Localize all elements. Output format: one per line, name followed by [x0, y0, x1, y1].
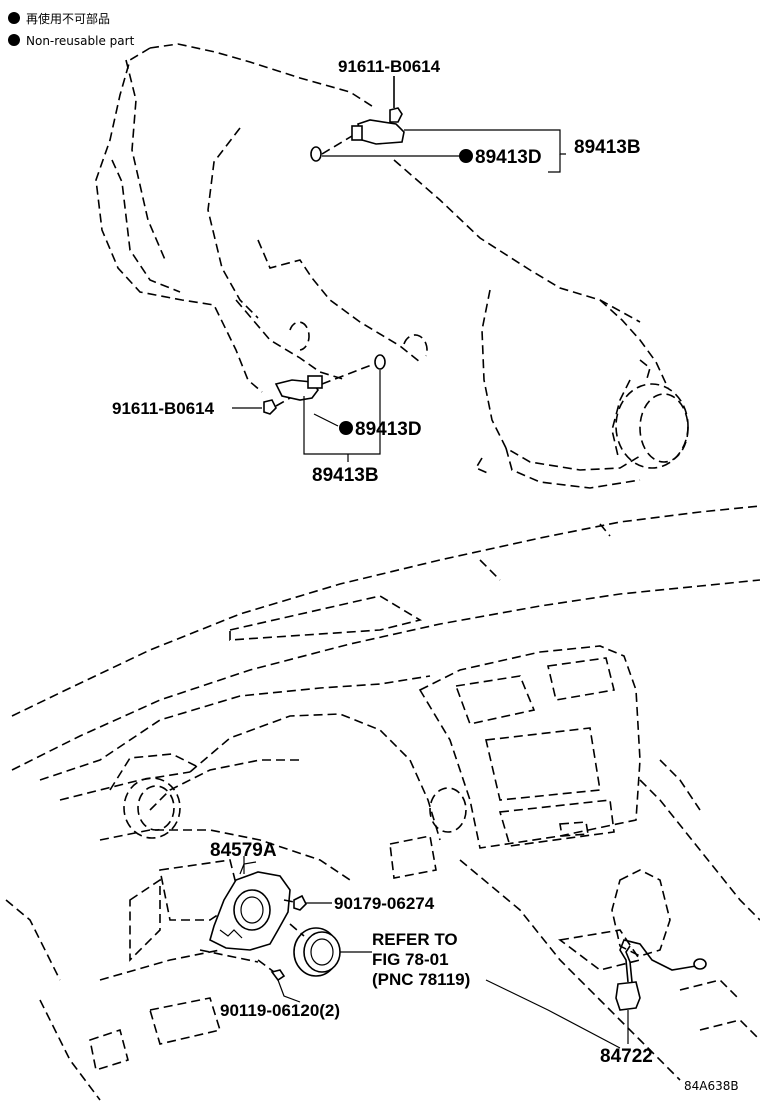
legend: 再使用不可部品 Non-reusable part: [8, 11, 135, 48]
label-89413b-upper: 89413B: [574, 137, 641, 158]
label-84579a: 84579A: [210, 840, 277, 861]
o-ring-upper-icon: [310, 146, 322, 162]
label-89413d-lower: 89413D: [355, 419, 422, 440]
non-reusable-bullet-icon: [339, 421, 353, 435]
instrument-panel-outline: [5, 505, 760, 1101]
bolt-upper-icon: [389, 107, 403, 123]
shift-switch-assembly: [615, 939, 707, 1044]
nut-90179-icon: [293, 894, 307, 911]
lower-speed-sensor-assembly: [232, 354, 386, 462]
label-90119-06120: 90119-06120(2): [220, 1001, 340, 1020]
upper-speed-sensor-assembly: [310, 76, 566, 173]
label-refer-line1: REFER TO: [372, 930, 458, 949]
non-reusable-bullet-icon: [8, 34, 20, 46]
label-91611-b0614-upper: 91611-B0614: [338, 57, 441, 76]
label-89413b-lower: 89413B: [312, 465, 379, 486]
label-refer-line3: (PNC 78119): [372, 970, 470, 989]
label-84722: 84722: [600, 1046, 653, 1067]
o-ring-lower-icon: [374, 354, 386, 370]
label-89413d-upper: 89413D: [475, 147, 542, 168]
screw-90119-icon: [270, 969, 286, 982]
shift-switch-84722-icon: [615, 981, 641, 1011]
non-reusable-bullet-icon: [459, 149, 473, 163]
non-reusable-bullet-icon: [8, 12, 20, 24]
ignition-switch-assembly: [199, 856, 621, 1049]
speed-sensor-upper-icon: [357, 119, 405, 145]
legend-english: Non-reusable part: [26, 34, 135, 48]
label-90179-06274: 90179-06274: [334, 894, 435, 913]
label-91611-b0614-lower: 91611-B0614: [112, 399, 215, 418]
figure-code: 84A638B: [684, 1079, 739, 1093]
label-refer-line2: FIG 78-01: [372, 950, 449, 969]
legend-japanese: 再使用不可部品: [26, 11, 110, 26]
transmission-outline: [95, 43, 689, 489]
bolt-lower-icon: [263, 399, 277, 415]
